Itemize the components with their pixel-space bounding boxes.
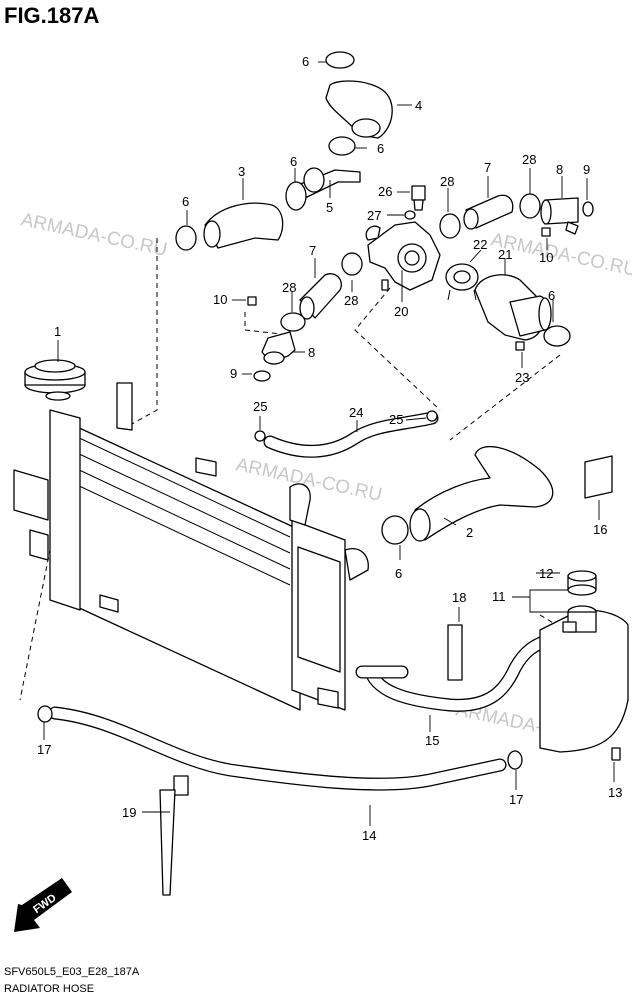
watermark-1: ARMADA-CO.RU [19,209,169,260]
pipe-8-upper-part [540,197,579,235]
leader-lines [43,61,615,826]
callout-6-d: 6 [182,194,189,209]
callout-4: 4 [415,98,422,113]
callout-6-c: 6 [290,154,297,169]
callout-24: 24 [349,405,363,420]
callout-7-b: 7 [309,243,316,258]
callout-27: 27 [367,208,381,223]
callout-6-b: 6 [377,141,384,156]
o-ring-9-upper [582,201,594,217]
hose-4-part [325,80,393,139]
callout-5: 5 [326,200,333,215]
callout-10-a: 10 [539,250,553,265]
callout-15: 15 [425,733,439,748]
thermostat-group [365,221,552,341]
clip-18-part [447,624,463,681]
callout-6-a: 6 [302,54,309,69]
callout-17-b: 17 [509,792,523,807]
callout-21: 21 [498,247,512,262]
callout-8-a: 8 [556,162,563,177]
callout-14: 14 [362,828,376,843]
callout-22: 22 [473,237,487,252]
callouts: 1 2 3 4 5 6 6 6 6 6 6 7 7 8 8 9 9 10 10 … [37,54,622,843]
hoses [48,80,555,791]
callout-7-a: 7 [484,160,491,175]
callout-6-e: 6 [548,288,555,303]
callout-8-b: 8 [308,345,315,360]
o-ring-9-lower [253,370,271,382]
callout-28-d: 28 [282,280,296,295]
diagram-code: SFV650L5_E03_E28_187A [4,966,140,978]
callout-25-a: 25 [253,399,267,414]
callout-9-a: 9 [583,162,590,177]
callout-13: 13 [608,785,622,800]
callout-11: 11 [492,589,506,604]
callout-9-b: 9 [230,366,237,381]
hose-7-lower-part [299,273,342,320]
clamps [37,51,571,770]
diagram-name: RADIATOR HOSE [4,983,94,995]
reservoir-assembly [539,455,629,753]
callout-25-b: 25 [389,412,403,427]
callout-10-b: 10 [213,292,227,307]
hose-7-upper-part [463,194,514,230]
callout-6-f: 6 [395,566,402,581]
callout-28-a: 28 [522,152,536,167]
pipe-8-lower-part [261,331,296,365]
callout-18: 18 [452,590,466,605]
callout-28-c: 28 [344,293,358,308]
callout-26: 26 [378,184,392,199]
cable-tie-19-part [159,775,189,896]
figure-title: FIG.187A [4,3,99,28]
callout-28-b: 28 [440,174,454,189]
callout-20: 20 [394,304,408,319]
callout-3: 3 [238,164,245,179]
radiator-assembly [13,359,369,711]
fwd-arrow-icon: FWD [14,878,72,932]
small-parts [247,185,621,761]
callout-16: 16 [593,522,607,537]
hose-3-part [203,202,284,249]
hose-2-part [409,445,554,542]
callout-12: 12 [539,566,553,581]
pipe-5-part [297,167,361,199]
callout-23: 23 [515,370,529,385]
callout-1: 1 [54,324,61,339]
callout-2: 2 [466,525,473,540]
callout-19: 19 [122,805,136,820]
radiator-cap-part [24,359,86,401]
callout-17-a: 17 [37,742,51,757]
